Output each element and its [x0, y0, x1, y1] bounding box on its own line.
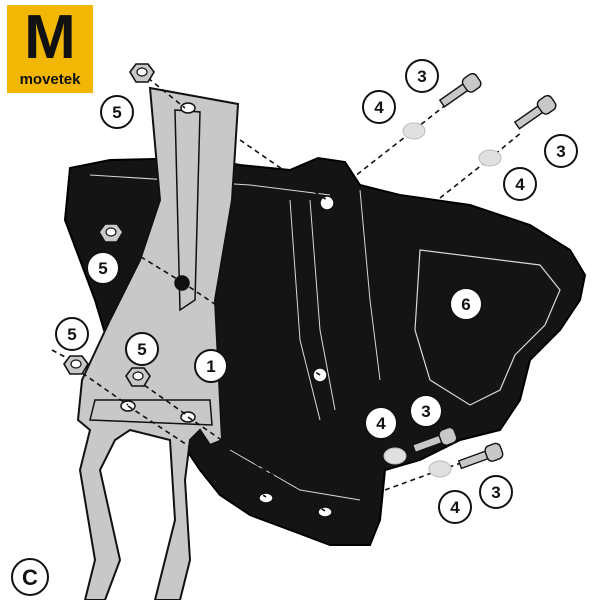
callout-label: 6 [461, 295, 470, 314]
bracket-rib [89, 399, 213, 426]
screw [457, 442, 504, 470]
plate-hole [258, 492, 274, 504]
callout-5: 5 [100, 95, 134, 129]
assembly-line [127, 405, 267, 498]
washer [428, 460, 452, 478]
callout-4: 4 [438, 490, 472, 524]
callout-3: 3 [544, 134, 578, 168]
callout-4: 4 [362, 90, 396, 124]
callout-label: 3 [421, 402, 430, 421]
callout-label: 4 [515, 175, 525, 194]
assembly-line [147, 77, 186, 109]
washer [383, 447, 407, 465]
logo-wordmark: movetek [19, 71, 81, 88]
plate-rib [229, 449, 361, 501]
callout-label: 5 [67, 325, 76, 344]
screw [513, 94, 557, 130]
callout-1: 1 [194, 349, 228, 383]
callout-5: 5 [55, 317, 89, 351]
nut [129, 63, 155, 83]
callout-4: 4 [503, 167, 537, 201]
plate-outline-detail [414, 249, 561, 406]
assembly-line [377, 449, 396, 456]
callout-3: 3 [409, 394, 443, 428]
callout-label: 3 [556, 142, 565, 161]
callout-label: 4 [450, 498, 460, 517]
assembly-line [74, 367, 129, 406]
logo-letter: M [24, 3, 76, 72]
callout-4: 4 [364, 406, 398, 440]
callout-3: 3 [405, 59, 439, 93]
callout-3: 3 [479, 475, 513, 509]
panel-letter: C [22, 565, 38, 590]
panel-label: C [11, 558, 49, 596]
assembly-line [349, 129, 415, 181]
plate-hole [317, 506, 333, 518]
washer [478, 149, 502, 167]
plate-rib [289, 199, 321, 421]
assembly-line [136, 379, 189, 417]
callout-label: 3 [417, 67, 426, 86]
callout-label: 4 [376, 414, 386, 433]
callout-label: 5 [98, 259, 107, 278]
bracket-hole [174, 275, 190, 291]
plate-rib [359, 189, 381, 381]
nut [63, 355, 89, 375]
nut [98, 223, 124, 243]
assembly-line [487, 131, 523, 161]
assembly-line [439, 159, 489, 199]
movetek-logo: M movetek [7, 5, 93, 93]
nut [125, 367, 151, 387]
callout-6: 6 [449, 287, 483, 321]
callout-label: 3 [491, 483, 500, 502]
assembly-line [187, 416, 326, 512]
screw [438, 72, 482, 108]
plate-hole [319, 195, 335, 211]
callout-label: 4 [374, 98, 384, 117]
screw [411, 426, 458, 454]
callout-label: 1 [206, 357, 215, 376]
assembly-line [181, 281, 321, 376]
bracket-hole [180, 102, 196, 114]
callout-5: 5 [86, 251, 120, 285]
callout-5: 5 [125, 332, 159, 366]
callout-label: 5 [112, 103, 121, 122]
plate-rib [309, 199, 336, 411]
callout-label: 5 [137, 340, 146, 359]
plate-rib [89, 174, 331, 196]
washer [402, 122, 426, 140]
